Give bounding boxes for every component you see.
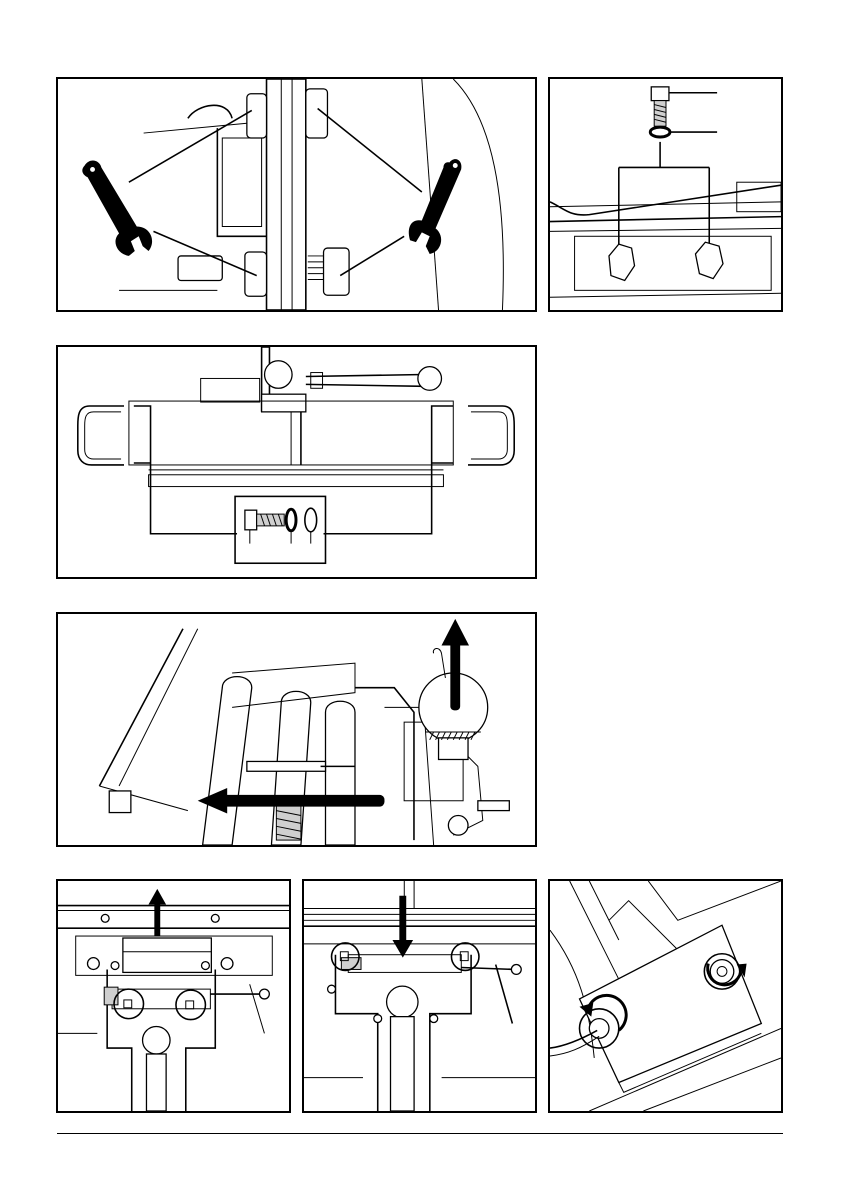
knob-slide-illustration xyxy=(58,614,535,845)
figure-knob-slide xyxy=(56,612,537,847)
figure-lower-carriage xyxy=(302,879,537,1113)
figure-rotate-fasteners xyxy=(548,879,783,1113)
figure-wrench-nuts xyxy=(56,77,537,312)
wrench-nuts-illustration xyxy=(58,79,535,310)
rotate-fasteners-illustration xyxy=(550,881,781,1111)
figure-lift-carriage xyxy=(56,879,291,1113)
arrow-up-icon xyxy=(148,889,166,936)
hex-nut-icon-right xyxy=(695,242,723,278)
lift-carriage-illustration xyxy=(58,881,289,1111)
handles-detail-illustration xyxy=(58,347,535,577)
bolt-hex-illustration xyxy=(550,79,781,310)
figure-bolt-hex xyxy=(548,77,783,312)
figure-handles-detail xyxy=(56,345,537,579)
footer-rule xyxy=(57,1133,783,1134)
wrench-icon-right xyxy=(409,159,462,254)
hex-nut-icon-left xyxy=(609,244,635,280)
lower-carriage-illustration xyxy=(304,881,535,1111)
